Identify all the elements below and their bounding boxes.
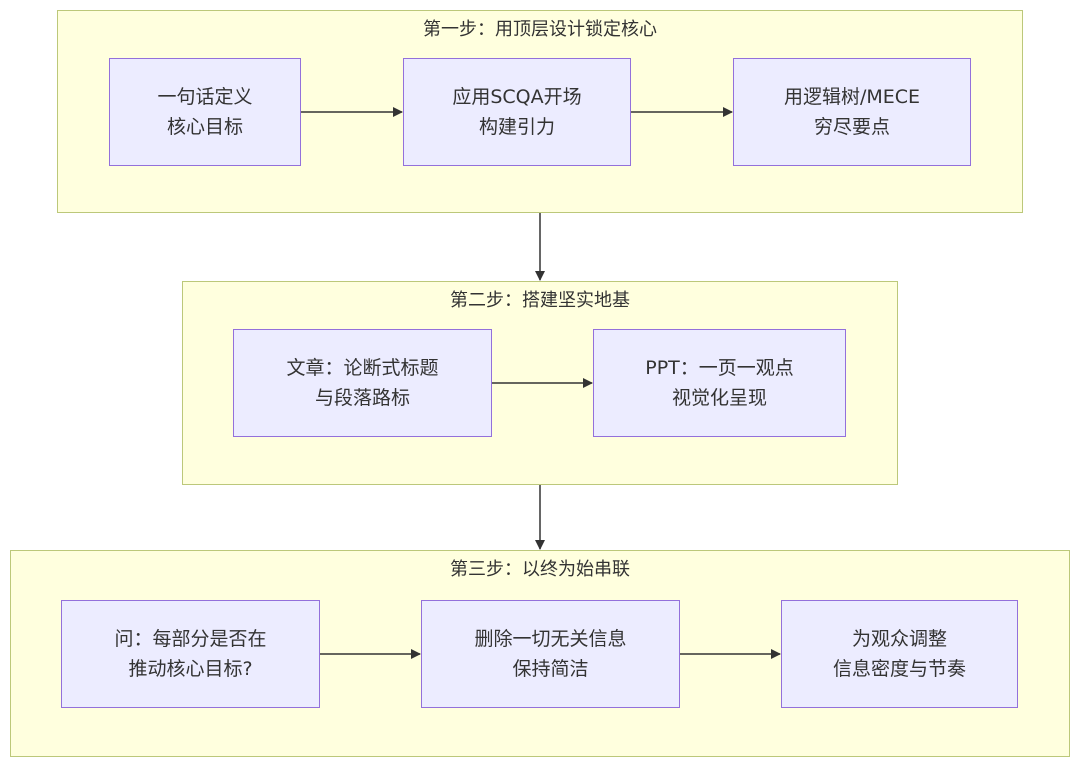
node-line: PPT：一页一观点 xyxy=(645,357,794,379)
node-line: 问：每部分是否在 xyxy=(114,628,267,650)
node-line: 信息密度与节奏 xyxy=(832,658,966,680)
node-line: 与段落路标 xyxy=(314,387,410,409)
node-line: 文章：论断式标题 xyxy=(286,357,439,379)
node-delete-irrelevant: 删除一切无关信息 保持简洁 xyxy=(421,600,680,708)
node-article-headings: 文章：论断式标题 与段落路标 xyxy=(233,329,492,437)
step-three-title: 第三步：以终为始串联 xyxy=(450,559,630,580)
node-logic-tree-mece: 用逻辑树/MECE 穷尽要点 xyxy=(733,58,971,166)
node-line: 推动核心目标? xyxy=(128,658,253,680)
node-line: 保持简洁 xyxy=(512,658,589,680)
node-line: 用逻辑树/MECE xyxy=(783,86,921,108)
node-line: 构建引力 xyxy=(478,116,555,138)
node-question-each-part: 问：每部分是否在 推动核心目标? xyxy=(61,600,320,708)
node-line: 为观众调整 xyxy=(851,628,947,650)
node-line: 一句话定义 xyxy=(157,86,253,108)
node-scqa-opening: 应用SCQA开场 构建引力 xyxy=(403,58,631,166)
node-define-core-goal: 一句话定义 核心目标 xyxy=(109,58,301,166)
node-adjust-density: 为观众调整 信息密度与节奏 xyxy=(781,600,1018,708)
node-line: 穷尽要点 xyxy=(813,116,890,138)
node-line: 应用SCQA开场 xyxy=(452,86,582,108)
step-two-title: 第二步：搭建坚实地基 xyxy=(450,290,630,311)
node-line: 删除一切无关信息 xyxy=(474,628,627,650)
node-ppt-one-idea: PPT：一页一观点 视觉化呈现 xyxy=(593,329,846,437)
node-line: 视觉化呈现 xyxy=(671,387,767,409)
node-line: 核心目标 xyxy=(166,116,243,138)
step-one-title: 第一步：用顶层设计锁定核心 xyxy=(423,19,657,40)
